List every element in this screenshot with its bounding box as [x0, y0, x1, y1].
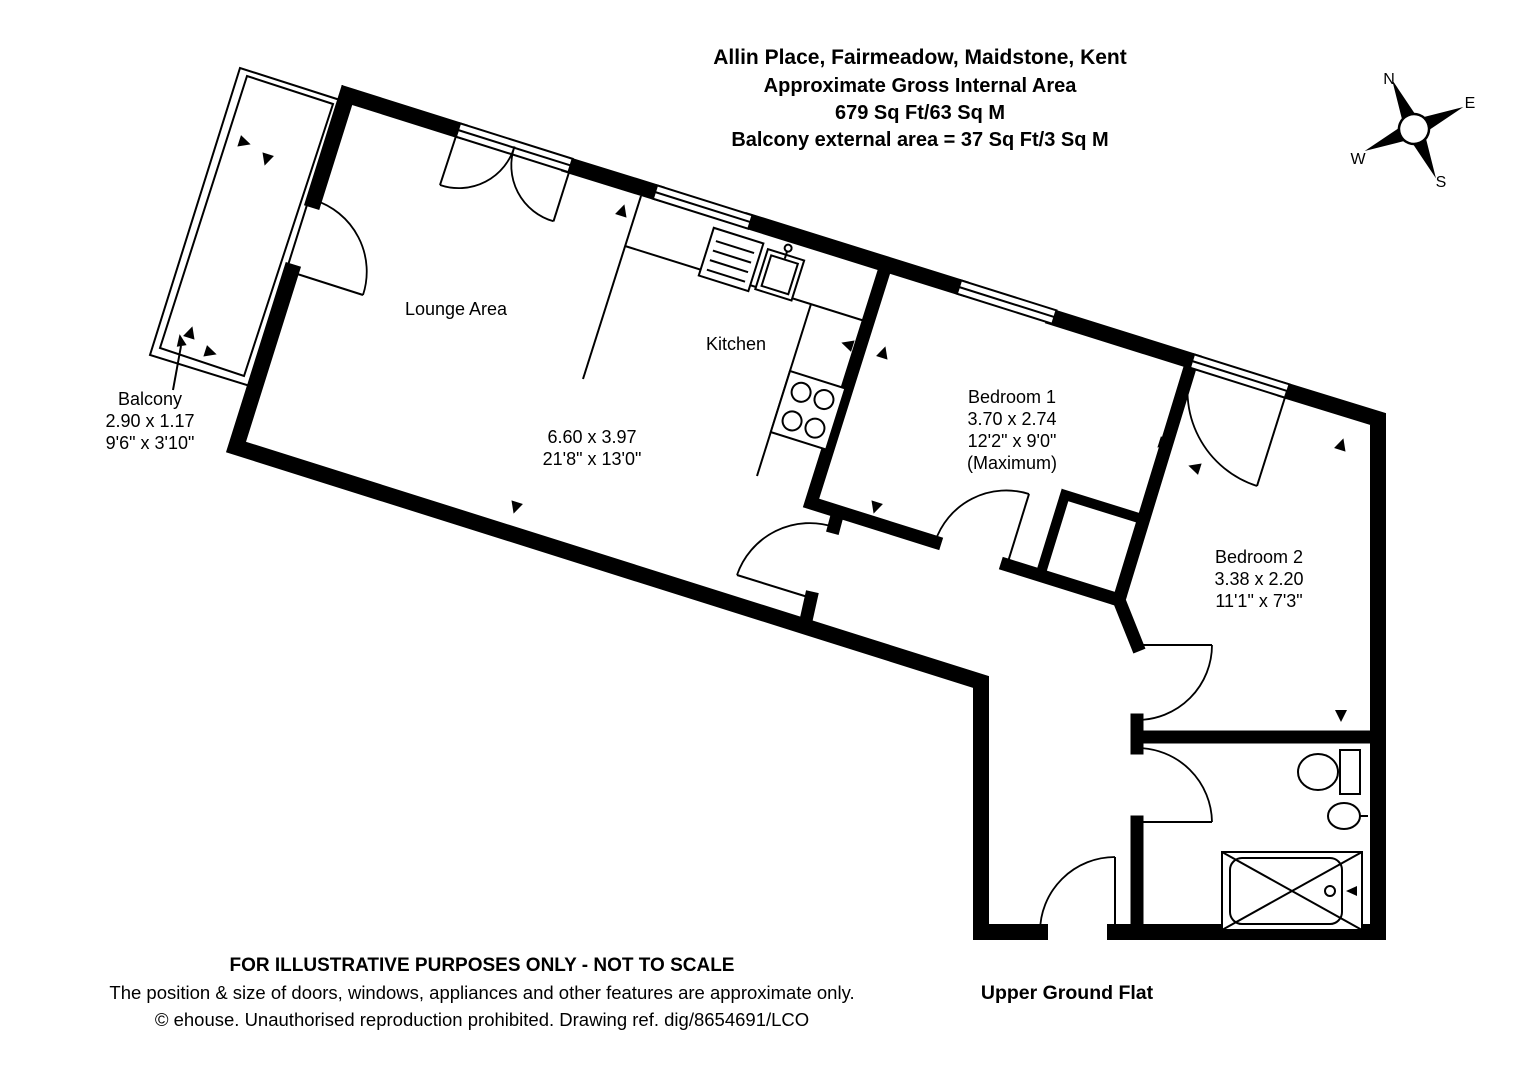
- footer-approximate: The position & size of doors, windows, a…: [109, 982, 854, 1003]
- balcony-outer-wall: [148, 66, 342, 388]
- measure-arrow: [841, 340, 855, 352]
- bedroom1-dim-m: 3.70 x 2.74: [967, 409, 1056, 429]
- compass-hub-icon: [1397, 112, 1431, 146]
- kitchen-window: [651, 184, 754, 231]
- bedroom1-dim-ft: 12'2" x 9'0": [968, 431, 1057, 451]
- compass-w: W: [1350, 151, 1366, 168]
- lounge-label: Lounge Area: [405, 299, 508, 319]
- title-block: Allin Place, Fairmeadow, Maidstone, Kent…: [713, 46, 1126, 151]
- measure-arrow: [237, 135, 251, 147]
- bedroom2-dim-m: 3.38 x 2.20: [1214, 569, 1303, 589]
- lounge-dim-ft: 21'8" x 13'0": [543, 449, 642, 469]
- compass-rose: N E W S: [1350, 71, 1476, 191]
- measure-arrow: [1188, 463, 1202, 475]
- bedroom1-label: Bedroom 1: [968, 387, 1056, 407]
- footer-disclaimer: FOR ILLUSTRATIVE PURPOSES ONLY - NOT TO …: [230, 955, 735, 976]
- title-area-value: 679 Sq Ft/63 Sq M: [835, 102, 1005, 124]
- entrance-door: [1039, 856, 1116, 933]
- room-labels: Lounge Area 6.60 x 3.97 21'8" x 13'0" Ki…: [105, 299, 1303, 611]
- balcony-dim-ft: 9'6" x 3'10": [106, 433, 195, 453]
- bedroom2-french-window-door: [1186, 360, 1288, 487]
- title-balcony-area: Balcony external area = 37 Sq Ft/3 Sq M: [731, 129, 1108, 151]
- footer-copyright: © ehouse. Unauthorised reproduction proh…: [155, 1009, 809, 1030]
- measure-arrow: [876, 346, 888, 360]
- compass-s: S: [1436, 174, 1447, 191]
- bedroom2-label: Bedroom 2: [1215, 547, 1303, 567]
- toilet: [1297, 749, 1361, 795]
- measure-arrow: [262, 152, 274, 166]
- kitchen-sink: [697, 226, 806, 302]
- bathtub: [1221, 851, 1363, 931]
- measure-arrow: [615, 204, 627, 218]
- bathroom-door: [1136, 747, 1213, 823]
- measure-arrow: [203, 345, 217, 357]
- interior-wall: [797, 256, 1385, 939]
- measure-arrow: [1335, 710, 1347, 722]
- kitchen-label: Kitchen: [706, 334, 766, 354]
- kitchen-hall-door: [736, 522, 835, 599]
- measure-arrow: [1334, 438, 1346, 452]
- kitchen-counter-edge: [582, 195, 642, 380]
- faucet-icon: [783, 243, 793, 253]
- footer-block: FOR ILLUSTRATIVE PURPOSES ONLY - NOT TO …: [109, 955, 1153, 1030]
- balcony-dim-m: 2.90 x 1.17: [105, 411, 194, 431]
- bedroom2-dim-ft: 11'1" x 7'3": [1215, 591, 1302, 611]
- title-address: Allin Place, Fairmeadow, Maidstone, Kent: [713, 46, 1126, 69]
- bedroom1-window: [955, 279, 1058, 326]
- balcony-inner-wall: [158, 74, 335, 378]
- walls: [225, 84, 1386, 940]
- measure-arrow: [511, 500, 523, 514]
- measure-arrow: [183, 326, 195, 340]
- bedroom2-door: [1136, 644, 1213, 721]
- title-area-heading: Approximate Gross Internal Area: [764, 75, 1078, 97]
- kitchen-hob: [769, 369, 847, 451]
- balcony-label-arrowhead: [176, 334, 187, 347]
- balcony-outline: [148, 66, 342, 388]
- bedroom2-window: [1188, 353, 1291, 400]
- measurement-arrows: [511, 204, 1347, 722]
- compass-e: E: [1465, 95, 1476, 112]
- bedroom1-door: [934, 489, 1030, 566]
- bedroom1-note: (Maximum): [967, 453, 1057, 473]
- doors: [290, 129, 1288, 933]
- french-doors: [439, 129, 572, 223]
- measure-arrow: [1346, 886, 1357, 896]
- compass-n: N: [1383, 71, 1395, 88]
- outer-wall: [225, 84, 1386, 940]
- kitchen-fixtures: [582, 195, 869, 477]
- balcony-label: Balcony: [118, 389, 182, 409]
- closet-wall: [1033, 488, 1149, 583]
- measure-arrow: [1157, 436, 1171, 448]
- bathroom-fixtures: [1221, 749, 1368, 931]
- lounge-dim-m: 6.60 x 3.97: [547, 427, 636, 447]
- basin: [1327, 802, 1368, 830]
- balcony-door: [290, 199, 368, 296]
- measure-arrow: [871, 500, 883, 514]
- floor-label: Upper Ground Flat: [981, 982, 1154, 1004]
- balcony-label-arrow: [172, 345, 182, 391]
